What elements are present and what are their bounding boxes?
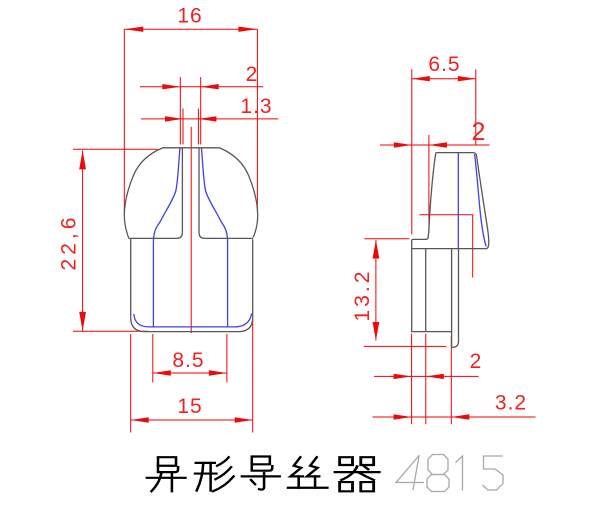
svg-text:2: 2 — [472, 118, 487, 146]
svg-text:3.2: 3.2 — [495, 392, 527, 415]
svg-text:15: 15 — [177, 395, 202, 418]
svg-text:16: 16 — [177, 5, 202, 28]
svg-text:8.5: 8.5 — [172, 349, 204, 372]
svg-text:2: 2 — [470, 350, 483, 373]
svg-text:6.5: 6.5 — [428, 53, 460, 76]
svg-text:13.2: 13.2 — [351, 269, 374, 322]
svg-text:1.3: 1.3 — [240, 95, 272, 118]
svg-text:22,6: 22,6 — [58, 214, 81, 271]
svg-text:2: 2 — [246, 63, 259, 86]
